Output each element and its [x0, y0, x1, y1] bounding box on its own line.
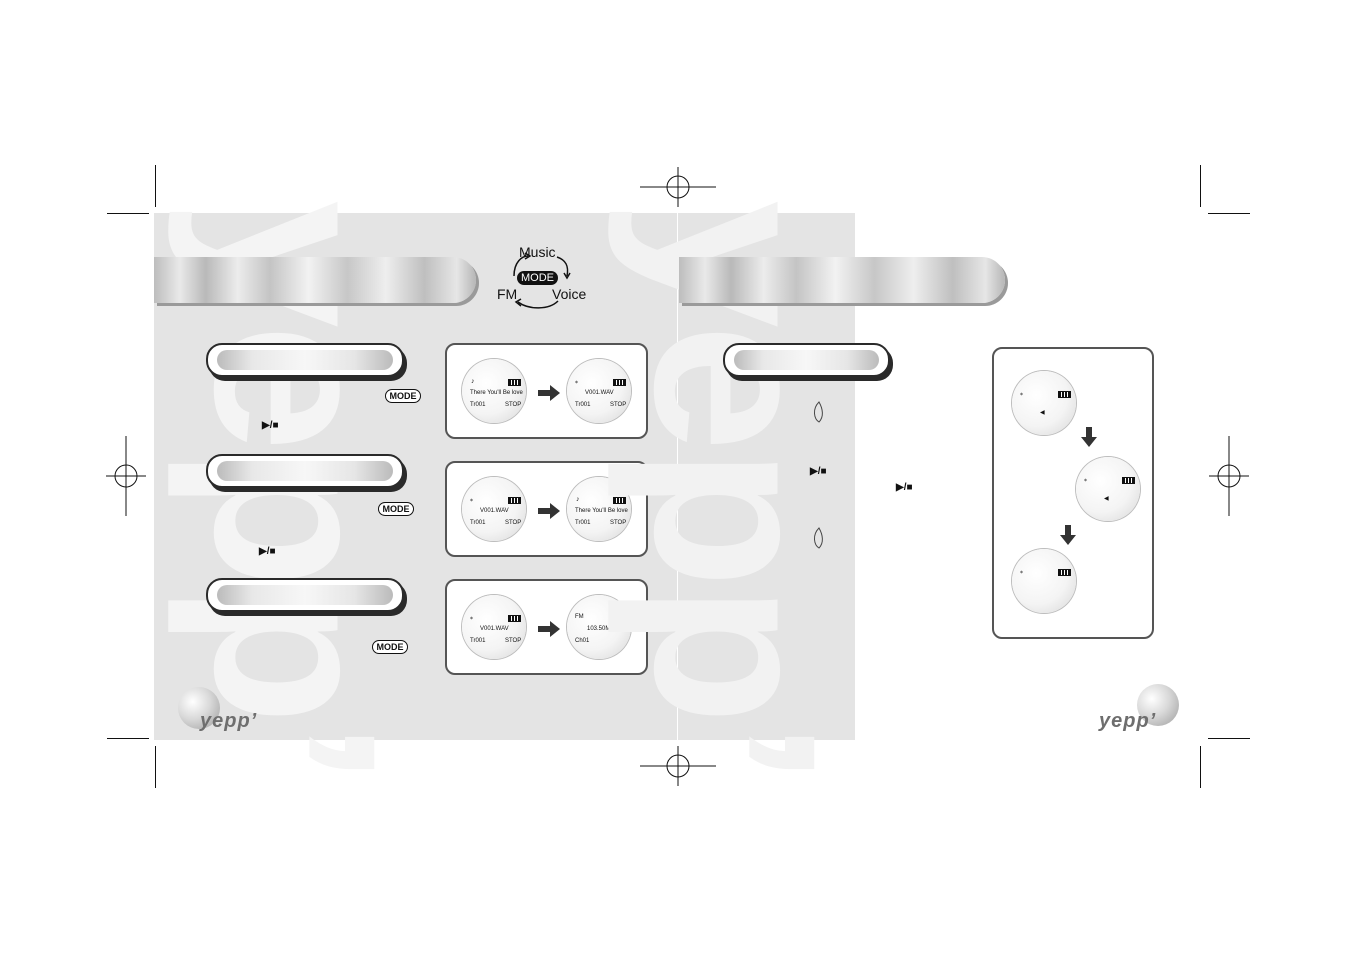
battery-icon: [508, 379, 521, 386]
right-arrow-icon: [538, 385, 560, 401]
note-icon: ♪: [576, 496, 580, 503]
left-yepp-logo: yepp’: [200, 710, 258, 732]
left-page-number-circle: [178, 687, 220, 729]
registration-mark-icon: [640, 746, 716, 786]
mic-icon: ⁎: [1020, 569, 1023, 575]
right-arrow-icon: [538, 503, 560, 519]
crop-mark: [155, 165, 156, 207]
lcd-music-2-status: STOP: [610, 520, 627, 526]
play-stop-button-1: ▶/■: [262, 420, 279, 431]
battery-icon: [1058, 391, 1071, 398]
crop-mark: [107, 213, 149, 214]
battery-icon: [613, 497, 626, 504]
section-heading-pill-1: [206, 343, 404, 377]
left-title-banner: [154, 257, 476, 303]
battery-icon: [613, 615, 626, 622]
speaker-icon: ◀: [1104, 496, 1109, 502]
lcd-voice-2-status: STOP: [505, 520, 522, 526]
battery-icon: [1122, 477, 1135, 484]
speaker-icon: ◀: [1040, 410, 1045, 416]
lcd-fm-band: FM: [575, 614, 584, 620]
registration-mark-icon: [640, 167, 716, 207]
cycle-arrows-icon: [513, 252, 571, 309]
leaf-icon: [814, 401, 823, 423]
lcd-voice-3: ⁎ V001.WAV Tr001 STOP: [462, 595, 526, 659]
down-arrow-icon: [1081, 427, 1097, 447]
lcd-fm: FM 103.50MHz Ch01: [567, 595, 631, 659]
battery-icon: [508, 497, 521, 504]
mode-button-1: MODE: [385, 389, 421, 403]
lcd-music-track: Tr001: [470, 402, 486, 408]
lcd-voice-track: Tr001: [575, 402, 591, 408]
mode-diagram-voice: Voice: [552, 286, 587, 302]
lcd-voice-2: ⁎ V001.WAV Tr001 STOP: [462, 477, 526, 541]
play-stop-button-right-2: ▶/■: [896, 482, 913, 493]
lcd-music-2-track: Tr001: [575, 520, 591, 526]
mic-icon: ⁎: [575, 379, 578, 385]
right-page-number-circle: [1137, 684, 1179, 726]
lcd-voice-status: STOP: [610, 402, 627, 408]
note-icon: ♪: [471, 378, 475, 385]
right-title-banner: [679, 257, 1005, 303]
crop-mark: [107, 738, 149, 739]
right-arrow-icon: [538, 621, 560, 637]
display-box-voice-to-fm: ⁎ V001.WAV Tr001 STOP FM 103.50MHz Ch01: [445, 579, 648, 675]
lcd-volume-2: ⁎ ◀: [1076, 457, 1140, 521]
mode-button-3: MODE: [372, 640, 408, 654]
mode-cycle-diagram: Music MODE FM Voice: [494, 244, 589, 314]
mode-diagram-music: Music: [519, 244, 556, 260]
lcd-volume-1: ⁎ ◀: [1012, 371, 1076, 435]
section-heading-pill-3: [206, 578, 404, 612]
lcd-fm-freq: 103.50MHz: [587, 626, 618, 632]
registration-mark-icon: [1209, 436, 1249, 516]
mode-diagram-fm: FM: [497, 286, 518, 302]
lcd-music-2-title: There You'll Be love: [575, 508, 628, 514]
crop-mark: [155, 746, 156, 788]
crop-mark: [1200, 746, 1201, 788]
lcd-volume-3: ⁎: [1012, 549, 1076, 613]
lcd-voice: ⁎ V001.WAV Tr001 STOP: [567, 359, 631, 423]
registration-mark-icon: [106, 436, 146, 516]
crop-mark: [1200, 165, 1201, 207]
lcd-voice-3-status: STOP: [505, 638, 522, 644]
mode-diagram-center: MODE: [517, 271, 558, 285]
display-box-music-to-voice: ♪ There You'll Be love Tr001 STOP ⁎ V001…: [445, 343, 648, 439]
mic-icon: ⁎: [470, 497, 473, 503]
battery-icon: [613, 379, 626, 386]
lcd-voice-2-file: V001.WAV: [480, 508, 509, 514]
battery-icon: [508, 615, 521, 622]
play-stop-button-right-1: ▶/■: [810, 466, 827, 477]
leaf-icon: [814, 527, 823, 549]
down-arrow-icon: [1060, 525, 1076, 545]
lcd-voice-3-track: Tr001: [470, 638, 486, 644]
lcd-voice-3-file: V001.WAV: [480, 626, 509, 632]
lcd-fm-channel: Ch01: [575, 638, 590, 644]
lcd-music-status: STOP: [505, 402, 522, 408]
section-heading-pill-2: [206, 454, 404, 488]
display-box-voice-to-music: ⁎ V001.WAV Tr001 STOP ♪ There You'll Be …: [445, 461, 648, 557]
play-stop-button-2: ▶/■: [259, 546, 276, 557]
section-heading-pill-right: [723, 343, 890, 377]
right-yepp-logo: yepp’: [1099, 710, 1157, 732]
crop-mark: [1208, 738, 1250, 739]
lcd-voice-2-track: Tr001: [470, 520, 486, 526]
lcd-music: ♪ There You'll Be love Tr001 STOP: [462, 359, 526, 423]
lcd-voice-file: V001.WAV: [585, 390, 614, 396]
lcd-music-title: There You'll Be love: [470, 390, 523, 396]
mic-icon: ⁎: [1020, 391, 1023, 397]
mic-icon: ⁎: [470, 615, 473, 621]
battery-icon: [1058, 569, 1071, 576]
crop-mark: [1208, 213, 1250, 214]
mode-button-2: MODE: [378, 502, 414, 516]
lcd-music-2: ♪ There You'll Be love Tr001 STOP: [567, 477, 631, 541]
volume-steps-box: ⁎ ◀ ⁎ ◀ ⁎: [992, 347, 1154, 639]
mic-icon: ⁎: [1084, 477, 1087, 483]
